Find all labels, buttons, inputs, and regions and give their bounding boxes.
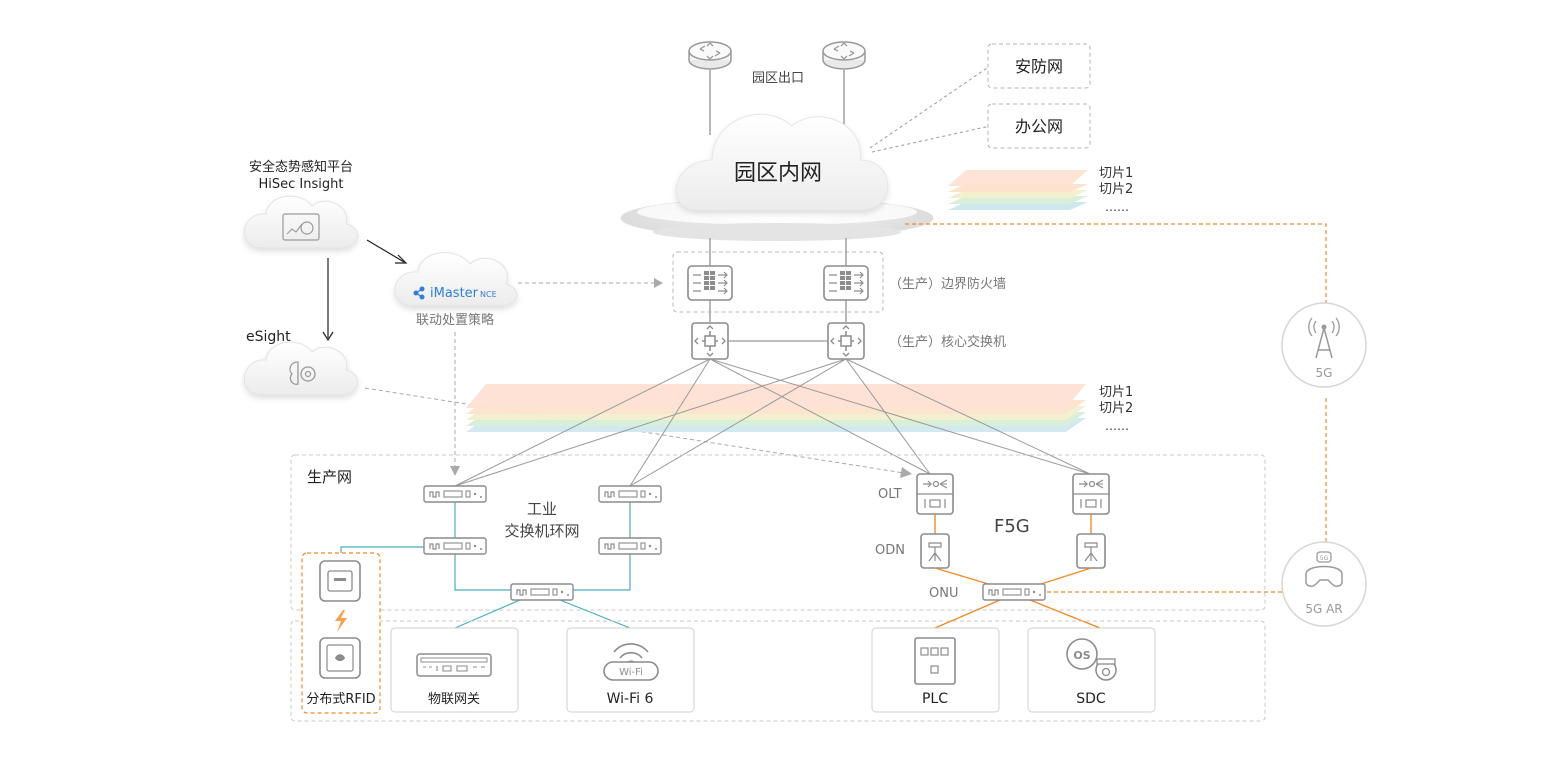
- core-switch-label: （生产）核心交换机: [889, 334, 1006, 350]
- plc-device-icon: [914, 637, 956, 685]
- slice-stack-top: [948, 170, 1088, 210]
- f5g-orange-links: [934, 567, 1101, 629]
- fiveg-label: 5G: [1316, 366, 1333, 380]
- firewall-left-icon: [687, 265, 733, 301]
- odn-label: ODN: [875, 543, 905, 558]
- plc-label: PLC: [922, 691, 948, 707]
- industrial-switch-ml-icon: [423, 537, 487, 555]
- industrial-switch-mr-icon: [598, 537, 662, 555]
- terminal-area-box: [290, 620, 1266, 722]
- office-network-label: 办公网: [1015, 117, 1063, 136]
- olt-right-icon: [1072, 473, 1110, 515]
- security-network-label: 安防网: [1015, 57, 1063, 76]
- rfid-tag-icon: [319, 637, 361, 679]
- firewall-group-box: [672, 251, 884, 313]
- exit-router-left-icon: [688, 41, 732, 70]
- gateway-device-icon: [416, 653, 492, 677]
- fiveg-ar-label: 5G AR: [1305, 602, 1342, 616]
- firewall-right-icon: [823, 265, 869, 301]
- slice1-label-middle: 切片1: [1099, 385, 1133, 400]
- imaster-nce-cloud: [394, 252, 518, 307]
- sdc-card: OS SDC: [1027, 627, 1156, 713]
- olt-label: OLT: [878, 487, 902, 502]
- slice2-label-middle: 切片2: [1099, 401, 1133, 416]
- sdc-camera-icon: OS: [1066, 638, 1117, 681]
- iot-gateway-card: 物联网关: [390, 627, 519, 713]
- industrial-switch-tr-icon: [598, 485, 662, 503]
- exit-router-right-icon: [822, 41, 866, 70]
- security-map-icon: [282, 213, 320, 241]
- wifi-ap-icon: Wi-Fi: [603, 643, 659, 681]
- campus-intranet-cloud: [675, 113, 889, 211]
- imaster-caption: 联动处置策略: [416, 312, 494, 328]
- hisec-title-line2: HiSec Insight: [259, 177, 344, 192]
- rfid-group: 分布式RFID: [301, 552, 381, 714]
- exit-label: 园区出口: [752, 71, 804, 86]
- ar-headset-icon: 5G: [1305, 551, 1343, 587]
- sdc-label: SDC: [1076, 691, 1106, 707]
- cell-tower-icon: [1308, 317, 1340, 359]
- wifi6-card: Wi-Fi Wi-Fi 6: [566, 627, 695, 713]
- rfid-reader-icon: [319, 560, 361, 602]
- production-network-box: [290, 454, 1266, 611]
- odn-left-icon: [920, 533, 950, 569]
- slice1-label-top: 切片1: [1099, 166, 1133, 181]
- campus-intranet-label: 园区内网: [734, 161, 822, 186]
- production-network-label: 生产网: [307, 468, 352, 486]
- wifi-badge-label: Wi-Fi: [619, 667, 643, 678]
- os-badge-label: OS: [1073, 649, 1090, 662]
- svg-text:5G: 5G: [1320, 555, 1329, 562]
- hisec-insight-cloud: [244, 195, 358, 249]
- core-switch-right-icon: [827, 322, 865, 360]
- industrial-ring-label-line2: 交换机环网: [504, 522, 579, 540]
- slice2-label-top: 切片2: [1099, 182, 1133, 197]
- rfid-label: 分布式RFID: [306, 692, 375, 707]
- fiveg-ar-node: 5G 5G AR: [1281, 541, 1367, 627]
- odn-right-icon: [1076, 533, 1106, 569]
- industrial-switch-tl-icon: [423, 485, 487, 503]
- industrial-switch-bottom-icon: [510, 583, 574, 601]
- olt-left-icon: [916, 473, 954, 515]
- onu-label: ONU: [929, 586, 958, 601]
- plc-card: PLC: [871, 627, 1000, 713]
- security-network-box: 安防网: [987, 43, 1091, 89]
- imaster-logo-icon: [413, 286, 425, 300]
- onu-icon: [982, 583, 1046, 601]
- ellipsis-label-top: ……: [1105, 200, 1129, 214]
- fiveg-tower-node: 5G: [1281, 302, 1367, 388]
- industrial-ring-links: [340, 502, 631, 629]
- slice-stack-middle: [466, 384, 1086, 432]
- brain-gear-icon: [289, 361, 316, 385]
- hisec-title-line1: 安全态势感知平台: [249, 159, 353, 175]
- esight-label: eSight: [246, 329, 291, 345]
- office-network-box: 办公网: [987, 103, 1091, 149]
- lightning-icon: [335, 610, 347, 632]
- firewall-label: （生产）边界防火墙: [889, 276, 1006, 292]
- iot-gateway-label: 物联网关: [428, 692, 480, 707]
- core-switch-left-icon: [691, 322, 729, 360]
- f5g-label: F5G: [994, 516, 1030, 537]
- industrial-ring-label-line1: 工业: [527, 500, 557, 518]
- esight-cloud: [244, 341, 358, 396]
- wifi6-label: Wi-Fi 6: [607, 691, 654, 707]
- ellipsis-label-middle: ……: [1105, 419, 1129, 433]
